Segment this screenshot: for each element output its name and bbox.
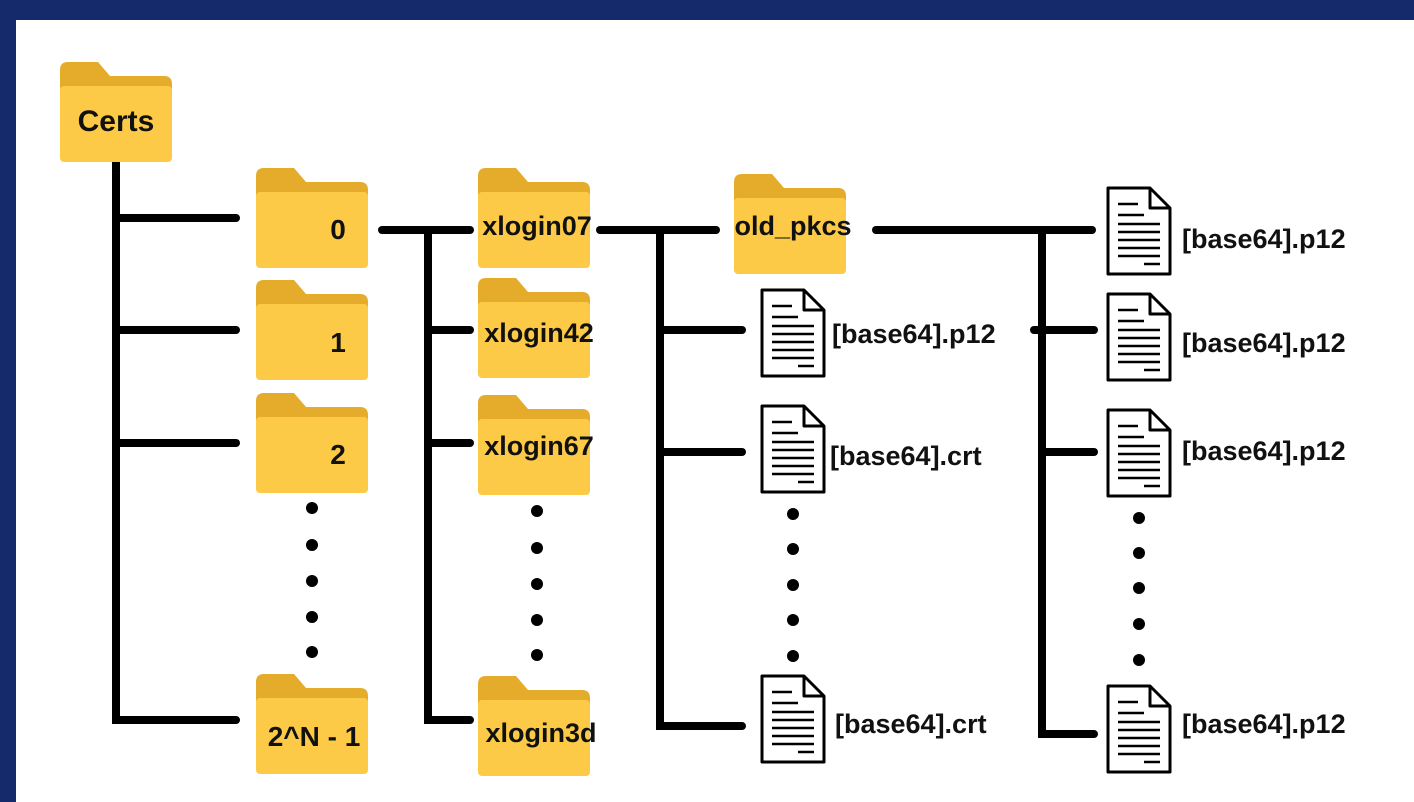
- folder-level1-label: 2: [330, 439, 346, 470]
- file-level4-label: [base64].p12: [1182, 436, 1346, 466]
- folder-level1-label: 2^N - 1: [268, 721, 361, 752]
- document-icon: [760, 674, 826, 764]
- file-level4-last: [base64].p12: [1106, 684, 1346, 774]
- file-level4-label: [base64].p12: [1182, 224, 1346, 254]
- file-level4-1: [base64].p12: [1106, 292, 1346, 382]
- document-icon: [1106, 186, 1172, 276]
- folder-level2-label: xlogin07: [482, 211, 592, 241]
- file-level3-0: [base64].p12: [760, 288, 996, 378]
- ellipsis-level4: [1133, 512, 1145, 666]
- folder-level2-0: xlogin07: [478, 168, 592, 268]
- document-icon: [1106, 408, 1172, 498]
- folder-old-pkcs: old_pkcs: [734, 174, 852, 274]
- folder-level1-last: 2^N - 1: [256, 674, 368, 774]
- file-level4-0: [base64].p12: [1106, 186, 1346, 276]
- file-level3-label: [base64].p12: [832, 319, 996, 349]
- ellipsis-level1: [306, 502, 318, 658]
- folder-level2-label: xlogin67: [484, 431, 594, 461]
- file-level4-label: [base64].p12: [1182, 709, 1346, 739]
- folder-level2-2: xlogin67: [478, 395, 594, 495]
- document-icon: [1106, 684, 1172, 774]
- root-folder-label: Certs: [78, 105, 155, 138]
- document-icon: [1106, 292, 1172, 382]
- document-icon: [760, 288, 826, 378]
- connector-lines: [112, 158, 1098, 738]
- root-folder: Certs: [60, 62, 172, 162]
- file-level3-1: [base64].crt: [760, 404, 982, 494]
- folder-level2-label: xlogin3d: [485, 718, 596, 748]
- folder-level2-1: xlogin42: [478, 278, 594, 378]
- folder-level2-label: xlogin42: [484, 318, 594, 348]
- folder-level1-label: 0: [330, 214, 346, 245]
- folder-icon: [256, 280, 368, 380]
- folder-icon: [256, 393, 368, 493]
- ellipsis-level3: [787, 508, 799, 662]
- folder-level1-1: 1: [256, 280, 368, 380]
- ellipsis-level2: [531, 505, 543, 661]
- folder-level2-last: xlogin3d: [478, 676, 597, 776]
- folder-level1-0: 0: [256, 168, 368, 268]
- file-level3-label: [base64].crt: [830, 441, 982, 471]
- folder-icon: [256, 168, 368, 268]
- file-level4-2: [base64].p12: [1106, 408, 1346, 498]
- folder-level1-label: 1: [330, 327, 346, 358]
- file-level3-last: [base64].crt: [760, 674, 987, 764]
- folder-old-pkcs-label: old_pkcs: [734, 211, 851, 241]
- file-level3-label: [base64].crt: [835, 709, 987, 739]
- diagram-canvas: Certs 0 1 2 2^N - 1 xlogin07 xlogin42 xl…: [16, 20, 1414, 802]
- folder-level1-2: 2: [256, 393, 368, 493]
- document-icon: [760, 404, 826, 494]
- directory-tree-diagram: Certs 0 1 2 2^N - 1 xlogin07 xlogin42 xl…: [60, 62, 1346, 776]
- file-level4-label: [base64].p12: [1182, 328, 1346, 358]
